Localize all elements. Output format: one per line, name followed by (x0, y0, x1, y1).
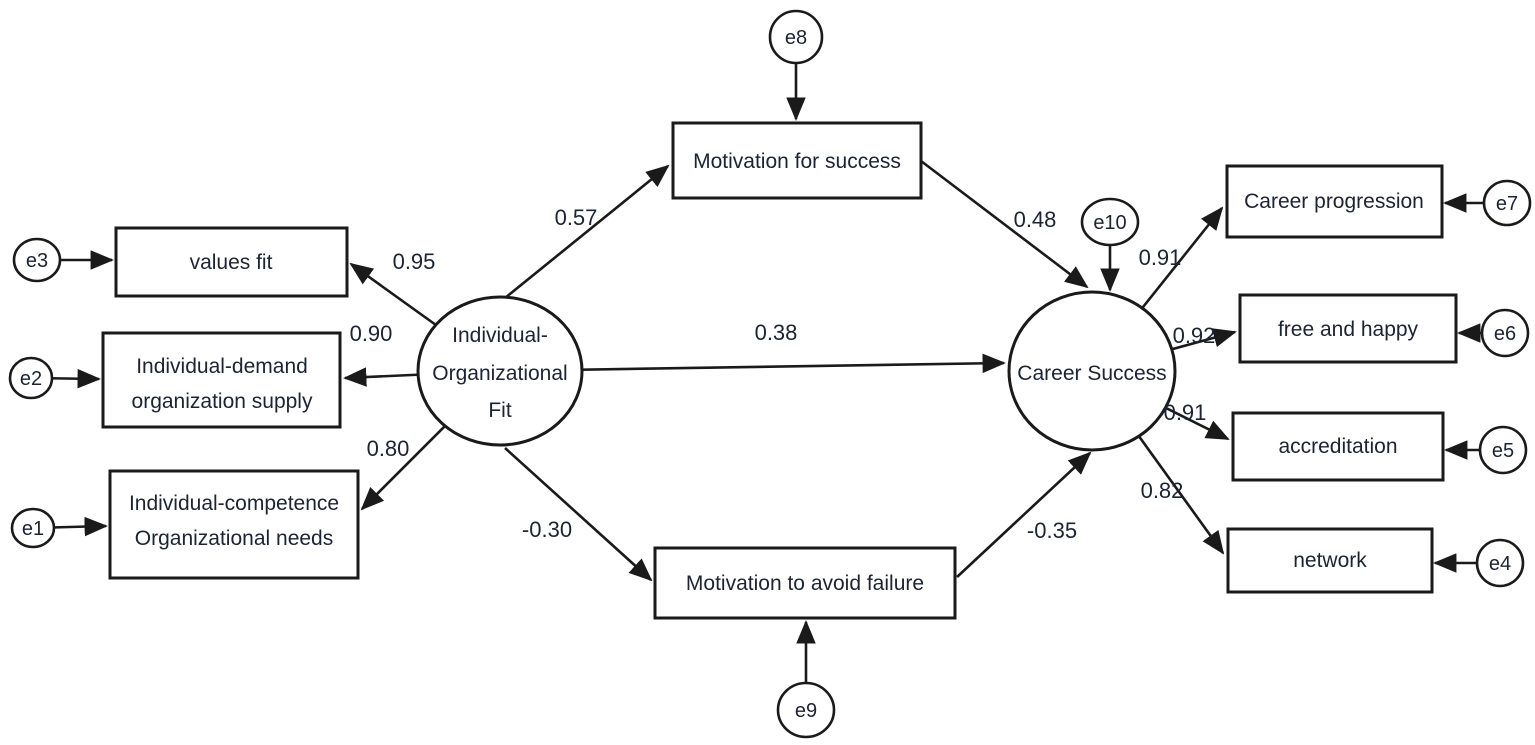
e2-label: e2 (20, 368, 42, 390)
arrow-motivation-success-to-career (920, 159, 1089, 289)
individual-competence-label-line1: Individual-competence (129, 492, 339, 515)
coefficient-labels: 0.95 0.90 0.80 0.57 0.38 -0.30 0.48 -0.3… (350, 205, 1216, 543)
career-success-label: Career Success (1017, 362, 1166, 385)
error-labels: e3 e2 e1 e8 e9 e10 e7 e6 e5 e4 (20, 27, 1518, 722)
arrow-iof-to-motivation-success (504, 164, 670, 300)
career-progression-label: Career progression (1244, 190, 1424, 213)
e9-label: e9 (795, 700, 817, 722)
e7-label: e7 (1496, 193, 1518, 215)
values-fit-box (114, 226, 349, 298)
individual-organizational-fit-ellipse (416, 295, 584, 447)
indicator-boxes (101, 121, 1458, 620)
coef-iof-motivation-success: 0.57 (555, 205, 598, 230)
arrow-motivation-avoid-to-career (956, 451, 1092, 578)
career-success-ellipse (1007, 290, 1177, 452)
e5-circle (1478, 425, 1528, 475)
e8-label: e8 (785, 27, 807, 49)
iof-label-line3: Fit (488, 399, 511, 422)
accreditation-label: accreditation (1278, 435, 1397, 458)
e6-circle (1480, 308, 1530, 358)
e4-circle (1475, 538, 1525, 588)
individual-demand-label-line2: organization supply (132, 390, 313, 413)
e3-label: e3 (26, 250, 48, 272)
motivation-avoid-label: Motivation to avoid failure (686, 572, 924, 595)
e1-label: e1 (22, 518, 44, 540)
e7-circle (1482, 179, 1532, 227)
coef-iof-motivation-avoid: -0.30 (522, 517, 572, 542)
values-fit-label: values fit (190, 251, 273, 274)
iof-label-line1: Individual- (452, 324, 548, 347)
motivation-success-label: Motivation for success (693, 150, 901, 173)
individual-competence-box (108, 469, 360, 580)
free-and-happy-label: free and happy (1278, 318, 1419, 341)
e5-label: e5 (1492, 440, 1514, 462)
error-circles (8, 9, 1532, 739)
e10-label: e10 (1093, 212, 1126, 234)
indicator-labels: values fit Individual-demand organizatio… (129, 150, 1424, 595)
coef-career-network: 0.82 (1141, 478, 1184, 503)
individual-competence-label-line2: Organizational needs (135, 527, 333, 550)
accreditation-box (1231, 411, 1445, 482)
coef-motivation-avoid-career: -0.35 (1027, 518, 1077, 543)
e2-circle (8, 356, 54, 400)
coef-iof-individual-competence: 0.80 (367, 436, 410, 461)
coef-career-free-and-happy: 0.92 (1173, 323, 1216, 348)
individual-demand-box (101, 331, 342, 429)
coef-iof-career: 0.38 (755, 320, 798, 345)
arrow-iof-to-career-success (499, 353, 1006, 374)
coef-career-accreditation: 0.91 (1164, 400, 1207, 425)
latent-ellipses (416, 290, 1177, 452)
motivation-success-box (671, 121, 923, 200)
career-progression-box (1225, 164, 1444, 239)
e9-circle (776, 681, 836, 739)
coef-iof-values-fit: 0.95 (393, 249, 436, 274)
e3-circle (12, 237, 62, 283)
coef-iof-individual-demand: 0.90 (350, 321, 393, 346)
e1-circle (10, 507, 56, 549)
coef-motivation-success-career: 0.48 (1014, 207, 1057, 232)
iof-label-line2: Organizational (432, 362, 567, 385)
arrow-iof-to-motivation-avoid (504, 447, 653, 582)
e8-circle (768, 9, 824, 65)
e10-circle (1080, 197, 1140, 247)
network-box (1226, 527, 1434, 594)
motivation-avoid-box (653, 546, 957, 620)
free-and-happy-box (1238, 293, 1458, 364)
latent-labels: Individual- Organizational Fit Career Su… (432, 324, 1166, 422)
network-label: network (1293, 549, 1367, 572)
e6-label: e6 (1494, 323, 1516, 345)
e4-label: e4 (1489, 553, 1511, 575)
individual-demand-label-line1: Individual-demand (136, 355, 308, 378)
coef-career-progression: 0.91 (1139, 245, 1182, 270)
